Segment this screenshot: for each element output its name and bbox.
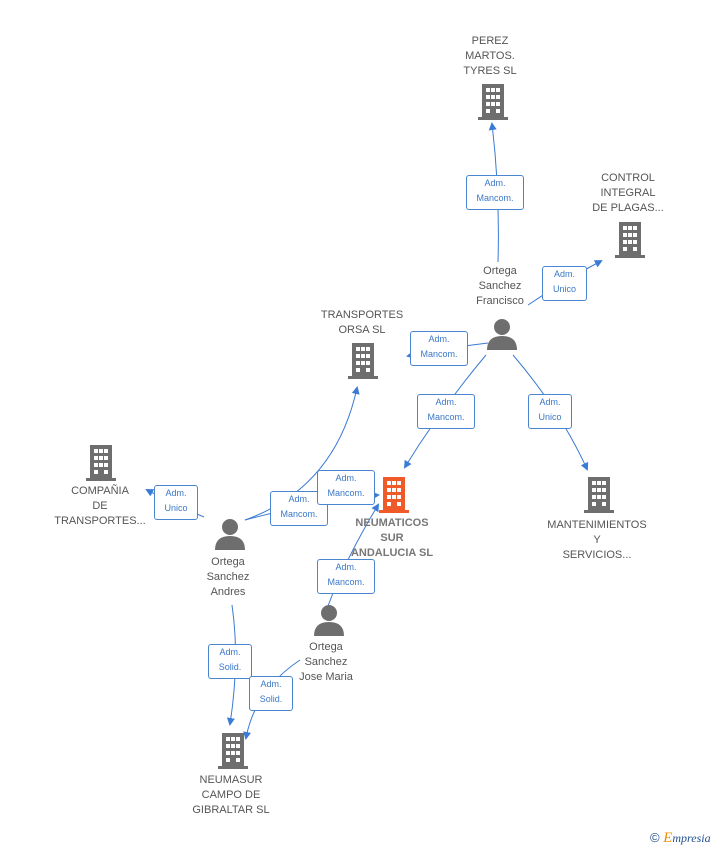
- building-icon[interactable]: [86, 445, 116, 481]
- relation-box[interactable]: Adm. Mancom.: [410, 331, 468, 366]
- relation-box[interactable]: Adm. Unico: [528, 394, 572, 429]
- relation-box[interactable]: Adm. Mancom.: [317, 470, 375, 505]
- relation-box[interactable]: Adm. Solid.: [249, 676, 293, 711]
- relation-box[interactable]: Adm. Mancom.: [417, 394, 475, 429]
- person-label-francisco[interactable]: Ortega Sanchez Francisco: [476, 265, 524, 307]
- building-icon[interactable]: [584, 477, 614, 513]
- building-icon[interactable]: [348, 343, 378, 379]
- relation-box[interactable]: Adm. Solid.: [208, 644, 252, 679]
- relation-box[interactable]: Adm. Mancom.: [317, 559, 375, 594]
- company-label-neumasur[interactable]: NEUMASUR CAMPO DE GIBRALTAR SL: [192, 774, 270, 816]
- person-icon[interactable]: [314, 604, 344, 636]
- brand-initial: E: [663, 830, 673, 846]
- company-label-control[interactable]: CONTROL INTEGRAL DE PLAGAS...: [592, 172, 664, 214]
- company-label-transportes[interactable]: TRANSPORTES ORSA SL: [320, 309, 404, 336]
- copyright-symbol: ©: [650, 830, 660, 845]
- person-label-andres[interactable]: Ortega Sanchez Andres: [206, 556, 250, 598]
- relation-box[interactable]: Adm. Mancom.: [466, 175, 524, 210]
- relation-box[interactable]: Adm. Unico: [542, 266, 587, 301]
- building-icon-highlighted[interactable]: [379, 477, 409, 513]
- company-label-compania[interactable]: COMPAÑIA DE TRANSPORTES...: [54, 485, 146, 527]
- company-label-perez[interactable]: PEREZ MARTOS. TYRES SL: [463, 35, 517, 77]
- brand-name: mpresia: [672, 831, 711, 845]
- building-icon[interactable]: [478, 84, 508, 120]
- company-label-neumaticos[interactable]: NEUMATICOS SUR ANDALUCIA SL: [350, 517, 434, 559]
- empresia-logo: © Empresia: [650, 830, 711, 847]
- company-label-mantenimientos[interactable]: MANTENIMIENTOS Y SERVICIOS...: [547, 519, 647, 561]
- person-label-josemaria[interactable]: Ortega Sanchez Jose Maria: [299, 641, 353, 683]
- relation-box[interactable]: Adm. Unico: [154, 485, 198, 520]
- edge-josemaria-neumaticos: [327, 503, 380, 607]
- person-icon[interactable]: [215, 518, 245, 550]
- building-icon[interactable]: [615, 222, 645, 258]
- person-icon[interactable]: [487, 318, 517, 350]
- building-icon[interactable]: [218, 733, 248, 769]
